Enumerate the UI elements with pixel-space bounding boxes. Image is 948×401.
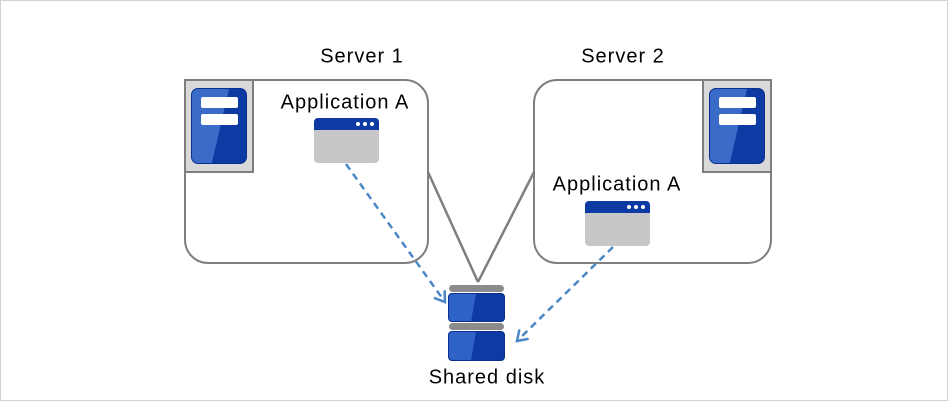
- shared-disk-label: Shared disk: [428, 366, 546, 389]
- disk-cap: [449, 323, 504, 330]
- window-titlebar: [585, 201, 650, 213]
- titlebar-dot: [627, 205, 631, 209]
- disk-stack-icon: [448, 285, 506, 362]
- app-window-icon: [314, 118, 379, 163]
- disk-unit: [448, 293, 505, 322]
- disk-unit: [448, 331, 505, 361]
- tower-drive-slot: [719, 97, 756, 108]
- tower-drive-slot: [201, 97, 238, 108]
- server2-tower-frame: [702, 79, 772, 173]
- titlebar-dot: [634, 205, 638, 209]
- app2-label: Application A: [552, 173, 682, 196]
- titlebar-dot: [370, 122, 374, 126]
- tower-drive-slot: [201, 114, 238, 125]
- window-titlebar: [314, 118, 379, 130]
- titlebar-dot: [356, 122, 360, 126]
- server-tower-icon: [191, 88, 247, 164]
- server1-label: Server 1: [320, 45, 404, 68]
- connector-server1-to-disk: [426, 171, 480, 283]
- app1-label: Application A: [280, 91, 410, 114]
- titlebar-dot: [641, 205, 645, 209]
- tower-drive-slot: [719, 114, 756, 125]
- disk-cap: [449, 285, 504, 292]
- titlebar-dot: [363, 122, 367, 126]
- server1-tower-frame: [184, 79, 254, 173]
- server2-label: Server 2: [581, 45, 665, 68]
- server-tower-icon: [709, 88, 765, 164]
- app-window-icon: [585, 201, 650, 246]
- connector-server2-to-disk: [476, 171, 536, 283]
